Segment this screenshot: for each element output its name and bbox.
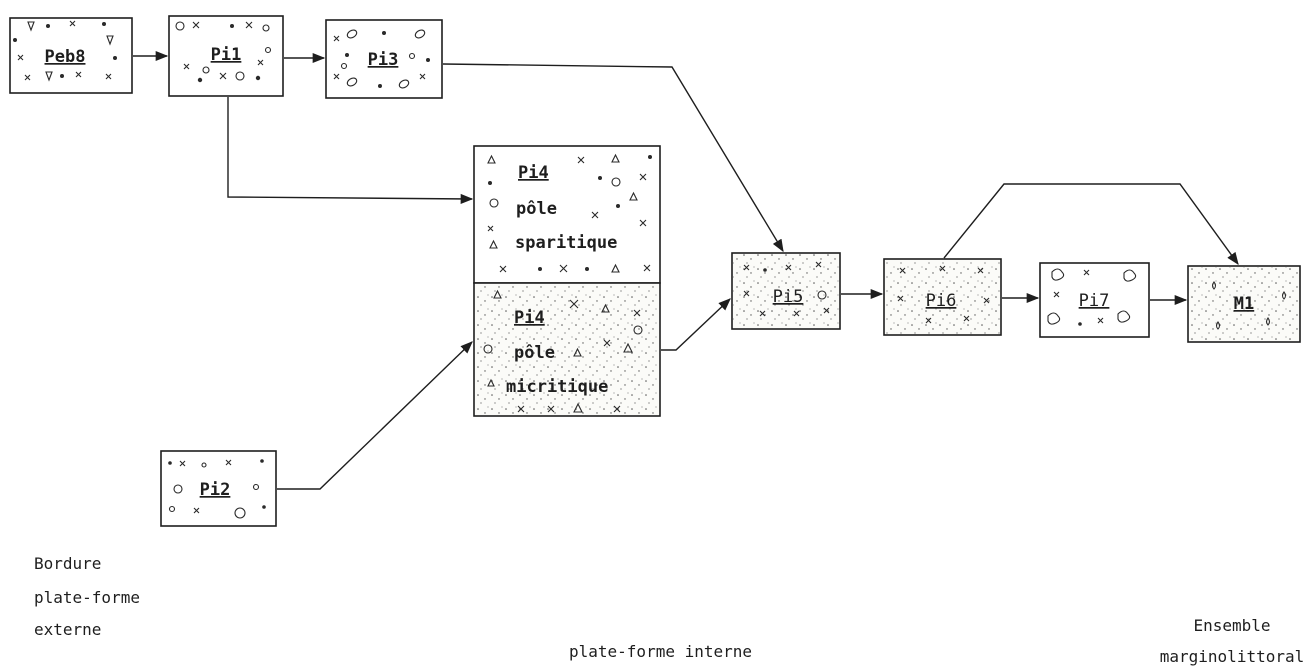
facies-label-pi1: Pi1 (211, 45, 242, 65)
facies-box-pi4-sparitic: Pi4 pôle sparitique (474, 146, 660, 283)
facies-box-m1: M1 (1188, 266, 1300, 342)
facies-box-pi1: Pi1 (169, 16, 283, 96)
facies-type-pi4-micritic: micritique (506, 377, 608, 397)
facies-label-peb8: Peb8 (45, 47, 86, 67)
zone-outer-line-1: Bordure (34, 554, 101, 573)
arrow-pi1-to-pi4-sparitic (228, 97, 472, 199)
facies-label-pi5: Pi5 (773, 287, 804, 307)
arrow-pi6-to-m1 (944, 184, 1238, 264)
facies-label-pi2: Pi2 (200, 480, 231, 500)
facies-box-pi2: Pi2 (161, 451, 276, 526)
facies-type-pi4-sparitic: sparitique (515, 233, 617, 253)
zone-outer-platform-margin: Bordure plate-forme externe (34, 554, 140, 639)
facies-box-pi5: Pi5 (732, 253, 840, 329)
arrow-pi4-micritic-to-pi5 (661, 299, 730, 350)
facies-box-pi4-micritic: Pi4 pôle micritique (474, 283, 660, 416)
facies-pole-pi4-micritic: pôle (514, 343, 555, 363)
zone-marginal-line-1: Ensemble (1193, 616, 1270, 635)
zone-inner-platform: plate-forme interne (569, 642, 752, 661)
facies-box-pi6: Pi6 (884, 259, 1001, 335)
zone-marginal-line-2: marginolittoral (1160, 647, 1303, 666)
zone-marginolittoral: Ensemble marginolittoral (1160, 616, 1303, 666)
zone-outer-line-2: plate-forme (34, 588, 140, 607)
facies-label-pi7: Pi7 (1079, 291, 1110, 311)
facies-label-m1: M1 (1234, 294, 1254, 314)
facies-label-pi6: Pi6 (926, 291, 957, 311)
facies-box-peb8: Peb8 (10, 18, 132, 93)
facies-box-pi7: Pi7 (1040, 263, 1149, 337)
arrow-pi2-to-pi4-micritic (277, 342, 472, 489)
zone-outer-line-3: externe (34, 620, 101, 639)
facies-label-pi4-micritic: Pi4 (514, 308, 545, 328)
facies-label-pi3: Pi3 (368, 50, 399, 70)
facies-box-pi3: Pi3 (326, 20, 442, 98)
facies-label-pi4-sparitic: Pi4 (518, 163, 549, 183)
facies-pole-pi4-sparitic: pôle (516, 199, 557, 219)
